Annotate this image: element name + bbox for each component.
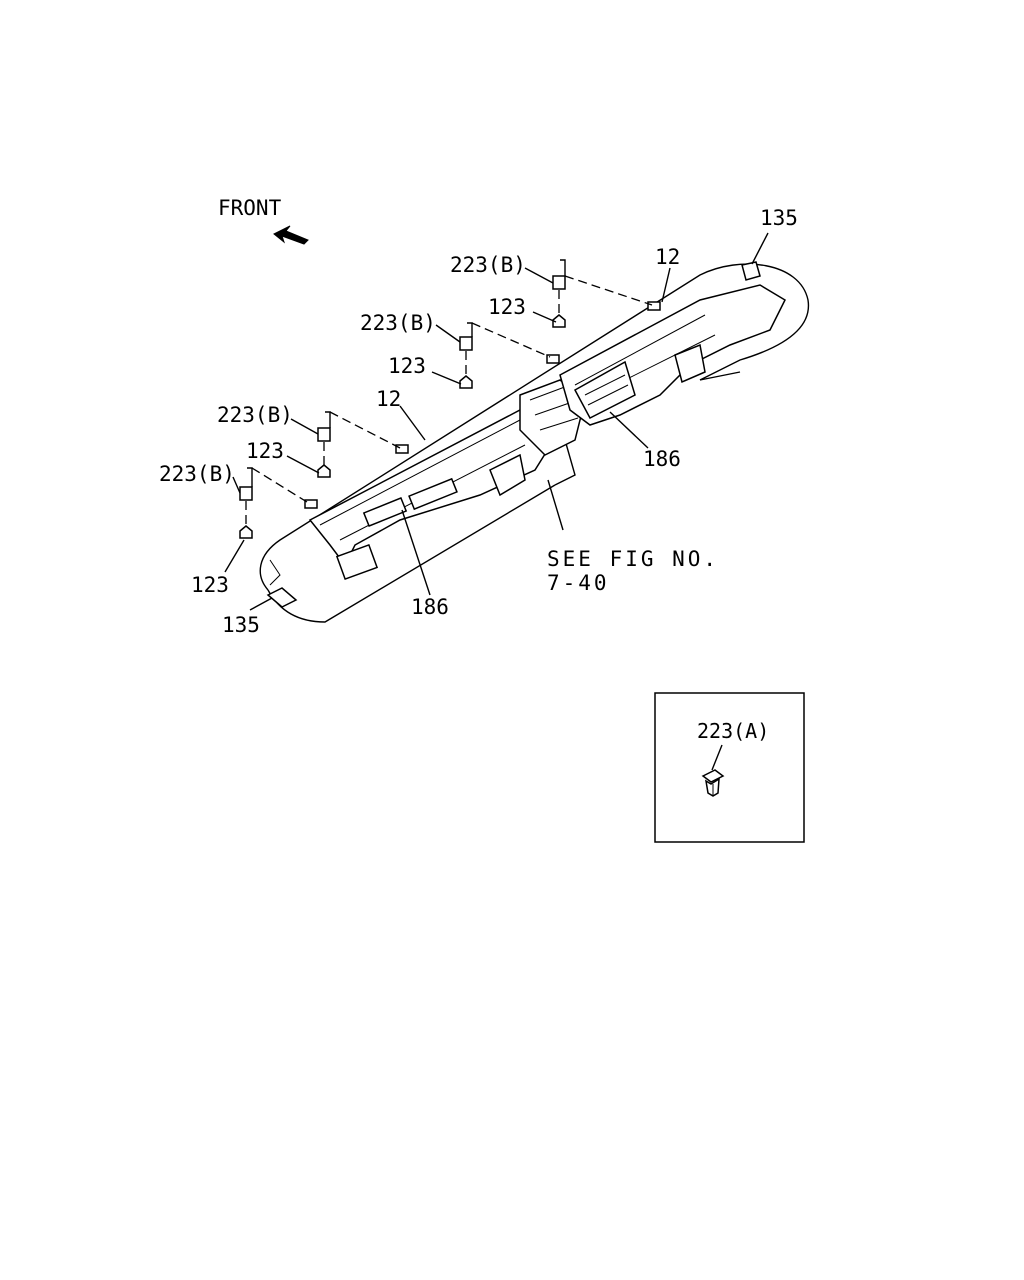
screw-123-icon (459, 375, 473, 389)
label-123-2: 123 (388, 354, 426, 378)
fastener-set (239, 275, 566, 539)
part-labels: 135 12 223(B) 123 223(B) 123 12 223(B) 1… (159, 206, 798, 637)
projection-lines (251, 275, 653, 503)
label-123-1: 123 (488, 295, 526, 319)
leader-lines (224, 232, 769, 611)
screw-123-icon (239, 525, 253, 539)
label-223b-2: 223(B) (360, 311, 436, 335)
label-123-4: 123 (191, 573, 229, 597)
label-223b-4: 223(B) (159, 462, 235, 486)
label-123-3: 123 (246, 439, 284, 463)
label-12-top: 12 (655, 245, 680, 269)
label-223b-3: 223(B) (217, 403, 293, 427)
clip-223b-icon (552, 275, 566, 290)
front-label: FRONT (218, 196, 282, 220)
clip-223b-icon (459, 336, 473, 351)
inset-label-223a: 223(A) (697, 719, 769, 743)
label-135-bottom: 135 (222, 613, 260, 637)
label-12-mid: 12 (376, 387, 401, 411)
label-135-top: 135 (760, 206, 798, 230)
see-fig-line1: SEE FIG NO. (547, 547, 719, 571)
label-186-right: 186 (643, 447, 681, 471)
inset-box: 223(A) (654, 692, 805, 843)
clip-223b-icon (317, 427, 331, 442)
screw-123-icon (552, 314, 566, 328)
rear-duct-assembly (266, 261, 786, 608)
label-186-left: 186 (411, 595, 449, 619)
clip-223b-icon (239, 486, 253, 501)
clip-223a-icon (701, 769, 725, 797)
see-fig-line2: 7-40 (547, 571, 610, 595)
front-arrow-icon (273, 225, 309, 245)
label-223b-1: 223(B) (450, 253, 526, 277)
screw-123-icon (317, 464, 331, 478)
